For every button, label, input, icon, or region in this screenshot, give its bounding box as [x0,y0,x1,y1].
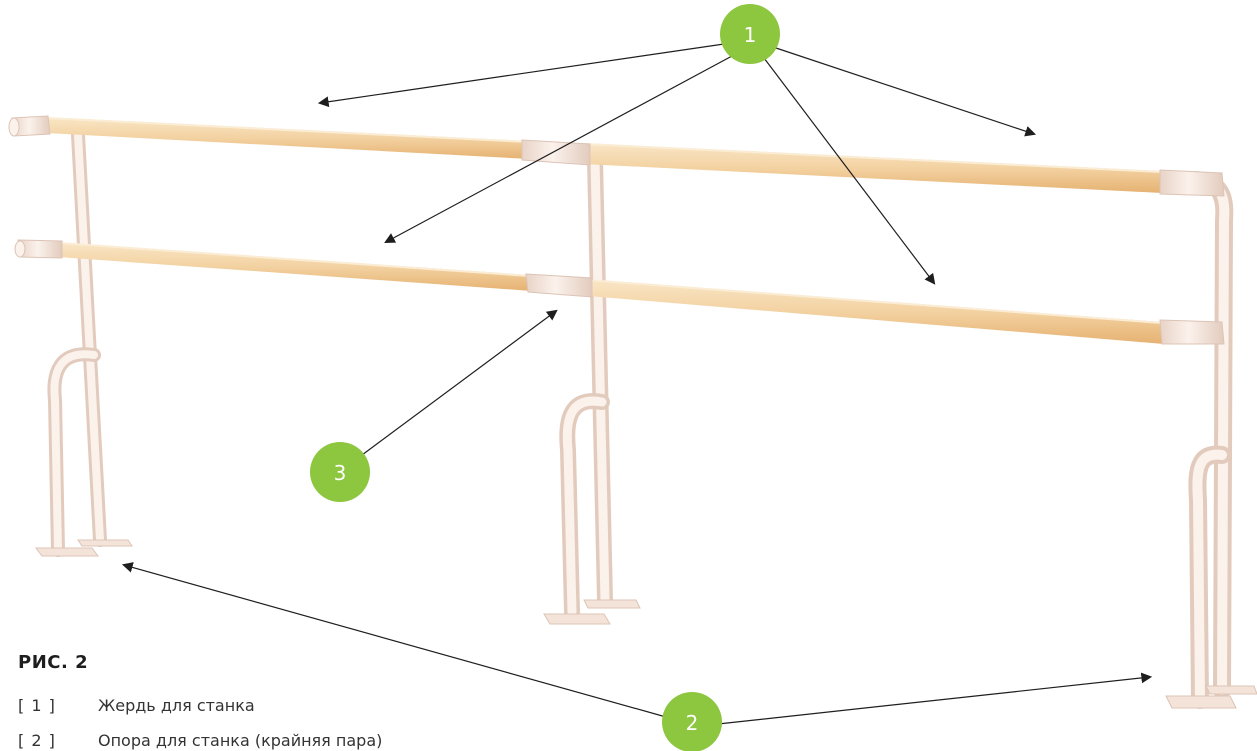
callout-2-badge: 2 [662,692,722,751]
middle-post [543,152,641,625]
legend-number: [ 2 ] [18,731,56,750]
legend-item-2: [ 2 ] Опора для станка (крайняя пара) [18,731,382,750]
legend-text: Опора для станка (крайняя пара) [98,731,383,750]
arrow-2-to-right-feet [717,672,1153,725]
right-post [1165,171,1257,709]
arrow-2-to-left-feet [121,562,667,718]
callout-arrows [121,43,1153,725]
left-post [35,128,133,557]
arrow-1-to-upper-left [317,43,725,108]
arrow-1-to-lower-right [763,57,936,285]
lower-barre [14,239,1225,345]
arrow-1-to-lower-left [384,55,733,244]
upper-barre [8,115,1225,197]
legend-number: [ 1 ] [18,696,56,715]
legend-text: Жердь для станка [98,696,255,715]
arrow-3-to-joiner [361,309,558,456]
legend-item-1: [ 1 ] Жердь для станка [18,696,255,715]
arrow-1-to-upper-right [775,47,1037,137]
svg-text:1: 1 [744,23,757,47]
callout-3-badge: 3 [310,442,370,502]
svg-text:2: 2 [686,711,699,735]
figure-caption: РИС. 2 [18,652,89,673]
callout-1-badge: 1 [720,4,780,64]
svg-text:3: 3 [334,461,347,485]
